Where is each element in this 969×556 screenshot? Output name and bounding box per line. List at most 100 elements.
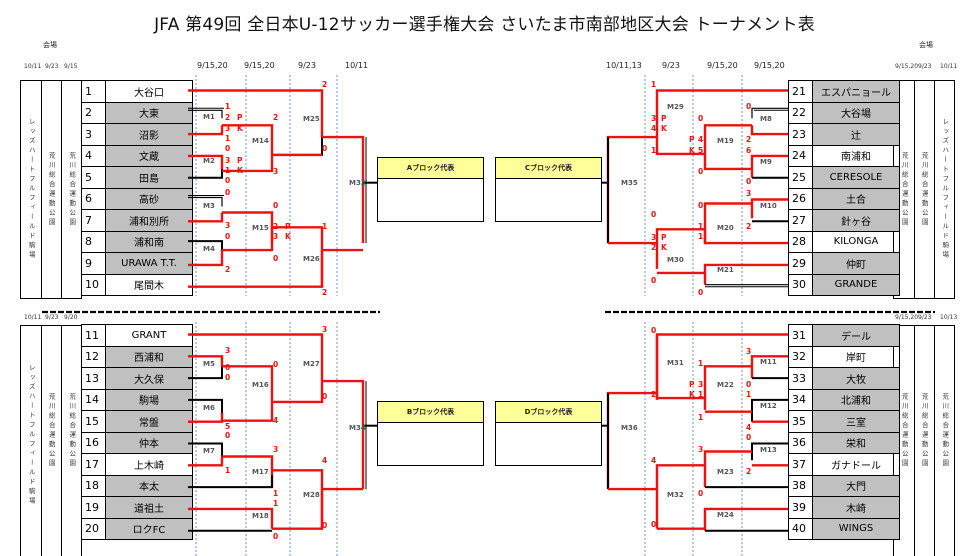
team-name: 仲町 (812, 252, 900, 275)
score-41: 1 (651, 146, 656, 155)
score-8: 0 (225, 188, 230, 197)
bracket-line (188, 507, 274, 529)
score-53: 0 (698, 288, 703, 297)
rep-box-d: Dブロック代表 (495, 401, 602, 466)
team-number: 30 (788, 273, 813, 296)
bracket-line (751, 442, 788, 461)
bracket-line (655, 464, 705, 529)
score-32: 1 (273, 499, 278, 508)
score-33: 0 (273, 532, 278, 541)
match-label-m8: M8 (760, 115, 772, 123)
bracket-line (188, 366, 223, 380)
bracket-line (655, 89, 788, 138)
score-40: 4 (651, 124, 656, 133)
team-name: 栄和 (812, 431, 900, 454)
round-date-right-3: 9/15,20 (707, 61, 738, 70)
team-number: 12 (81, 345, 106, 368)
match-label-m10: M10 (760, 202, 777, 210)
bracket-line (655, 137, 705, 156)
bracket-line (751, 398, 788, 422)
score-73: 4 (746, 423, 751, 432)
match-label-m11: M11 (760, 358, 777, 366)
team-name: 仲本 (105, 431, 193, 454)
team-name: 道祖土 (105, 496, 193, 519)
score-24: 0 (225, 373, 230, 382)
match-label-m14: M14 (252, 137, 269, 145)
score-65: 3 (698, 380, 703, 389)
score-62: 4 (651, 456, 656, 465)
venue-arakawa: 荒川総合運動公園 (900, 151, 909, 228)
team-number: 16 (81, 431, 106, 454)
match-label-m2: M2 (203, 157, 215, 165)
bracket-line (188, 154, 224, 169)
match-label-m15: M15 (252, 224, 269, 232)
bracket-line (272, 489, 324, 530)
bracket-line (188, 456, 224, 467)
match-label-m18: M18 (252, 512, 269, 520)
bracket-line (655, 228, 705, 269)
bracket-line (606, 391, 657, 490)
date-left-venue-3: 9/15 (64, 63, 78, 70)
score-17: 0 (273, 254, 278, 263)
pk-marker-k-5: K (285, 232, 292, 241)
match-label-m7: M7 (203, 447, 215, 455)
pk-marker-p-0: P (237, 113, 243, 122)
score-0: 1 (225, 102, 230, 111)
score-66: 1 (698, 390, 703, 399)
bracket-line (272, 469, 324, 529)
pk-marker-k-1: K (237, 124, 244, 133)
bracket-line (703, 124, 752, 162)
team-name: ロクFC (105, 517, 193, 540)
bracket-line (272, 137, 323, 156)
team-name: 尾間木 (105, 273, 193, 296)
date-br-venue-3: 10/13 (940, 314, 958, 321)
score-34: 3 (322, 325, 327, 334)
score-38: 1 (651, 80, 656, 89)
score-47: 4 (698, 135, 703, 144)
score-56: 6 (746, 146, 751, 155)
match-label-m32: M32 (667, 491, 684, 499)
bracket-line (188, 109, 223, 119)
score-74: 0 (746, 433, 751, 442)
match-label-m1: M1 (203, 113, 215, 121)
venue-arakawa: 荒川総合運動公園 (47, 151, 56, 228)
team-name: 駒場 (105, 388, 193, 411)
bracket-line (272, 381, 324, 404)
venue-arakawa: 荒川総合運動公園 (940, 393, 949, 469)
score-70: 3 (746, 347, 751, 356)
score-44: 2 (651, 243, 656, 252)
team-number: 10 (81, 273, 106, 296)
score-75: 2 (746, 467, 751, 476)
team-number: 28 (788, 230, 813, 253)
score-26: 0 (225, 431, 230, 440)
score-2: 3 (225, 124, 230, 133)
venue-arakawa: 荒川総合運動公園 (47, 393, 56, 469)
pk-marker-p-8: P (689, 135, 695, 144)
bracket-line (750, 198, 788, 219)
venue-arakawa: 荒川総合運動公園 (920, 393, 929, 469)
score-60: 0 (651, 326, 656, 335)
date-right-venue-1: 9/15,20 (895, 63, 919, 70)
team-number: 18 (81, 474, 106, 497)
bracket-line (222, 227, 274, 252)
team-name: エスパニョール (812, 80, 900, 103)
bracket-line (750, 355, 788, 379)
score-55: 2 (746, 135, 751, 144)
